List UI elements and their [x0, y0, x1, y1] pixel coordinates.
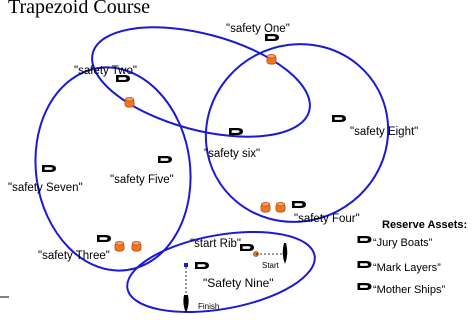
boat-icon: [292, 201, 306, 208]
orange-buoy-icon: [260, 202, 271, 213]
finish-marker-label: Finish: [198, 302, 219, 311]
boat-icon: [229, 128, 243, 135]
orange-buoy-icon: [124, 97, 135, 108]
start-marker-label: Start: [262, 261, 280, 270]
label-safety-seven: "safety Seven": [8, 182, 83, 194]
orange-buoy-icon: [131, 241, 142, 252]
boat-icon: [332, 115, 346, 122]
zone-bottom-start-finish: [126, 231, 316, 313]
legend-title: Reserve Assets:: [382, 219, 467, 231]
start-pin-icon: [282, 243, 288, 264]
boat-icon: [195, 262, 209, 269]
boat-icon: [97, 235, 111, 242]
course-title: Trapezoid Course: [8, 0, 150, 18]
boat-icon: [357, 261, 372, 268]
label-safety-four: "safety Four": [294, 213, 360, 225]
label-safety-three: "safety Three": [38, 250, 110, 262]
label-safety-eight: "safety Eight": [350, 126, 418, 138]
zone-left: [34, 66, 192, 272]
reserve-assets-legend: Reserve Assets: “Jury Boats” “Mark Layer…: [357, 219, 467, 296]
label-safety-six: "safety six": [204, 148, 260, 160]
legend-item-mark-layers: “Mark Layers”: [373, 262, 441, 274]
boat-icon: [357, 283, 372, 290]
zone-right: [204, 43, 390, 223]
label-safety-two: "safety Two": [74, 65, 137, 77]
label-safety-one: "safety One": [226, 23, 290, 35]
finish-pin-icon: [183, 295, 189, 313]
finish-mark-icon: [184, 263, 188, 267]
legend-item-jury-boats: “Jury Boats”: [373, 237, 433, 249]
boat-icon: [240, 244, 254, 251]
orange-buoy-icon: [275, 202, 286, 213]
label-safety-five: "safety Five": [110, 174, 174, 186]
boat-icon: [265, 34, 279, 41]
boat-icon: [158, 156, 172, 163]
legend-item-mother-ships: “Mother Ships”: [373, 284, 445, 296]
label-start-rib: "start Rib": [190, 238, 241, 250]
zone-top-center: [91, 26, 311, 138]
boat-icon: [357, 236, 372, 243]
boat-icon: [42, 165, 56, 172]
orange-buoy-icon: [114, 241, 125, 252]
boat-icon: [116, 75, 130, 82]
orange-buoy-icon: [266, 54, 277, 65]
label-safety-nine: "Safety Nine": [203, 276, 274, 290]
